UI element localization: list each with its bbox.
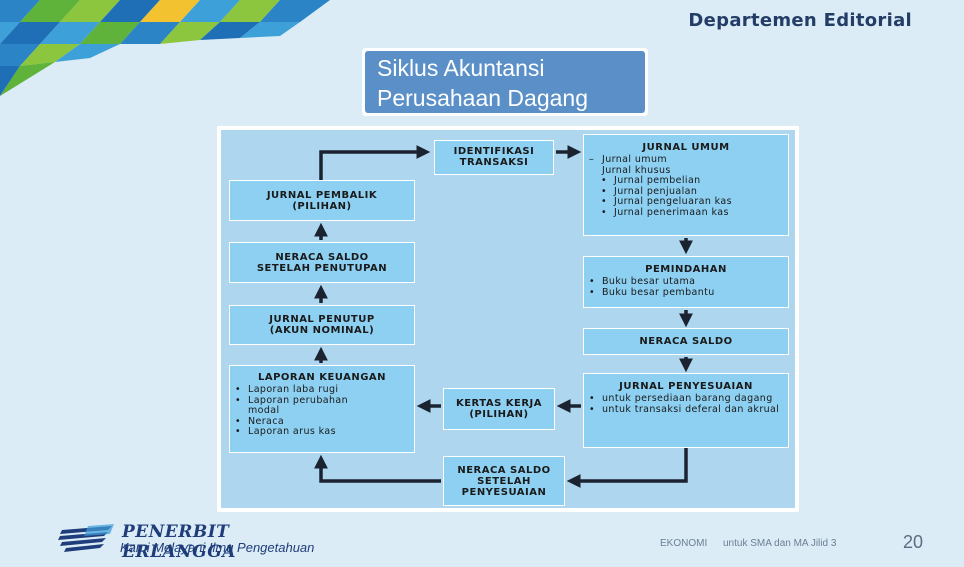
node-jurnal-umum-title: JURNAL UMUM: [642, 142, 730, 153]
laporan-keuangan-item: Laporan perubahan modal: [235, 395, 364, 417]
slide-title-panel: Siklus Akuntansi Perusahaan Dagang: [365, 51, 645, 113]
laporan-keuangan-item: Laporan arus kas: [235, 426, 364, 438]
jurnal-khusus-item: Jurnal penerimaan kas: [601, 207, 788, 219]
pemindahan-list: Buku besar utama Buku besar pembantu: [584, 276, 788, 299]
node-jurnal-penyesuaian-title: JURNAL PENYESUAIAN: [619, 381, 753, 392]
laporan-keuangan-list: Laporan laba rugi Laporan perubahan moda…: [230, 384, 414, 438]
node-kertas-kerja: KERTAS KERJA (PILIHAN): [443, 388, 555, 430]
header-mosaic-decoration: [0, 0, 330, 96]
node-jurnal-umum: JURNAL UMUM Jurnal umum Jurnal khusus Ju…: [583, 134, 789, 236]
node-neraca-saldo-title: NERACA SALDO: [639, 336, 733, 347]
arrow-pembalik-to-identifikasi: [319, 145, 431, 180]
jurnal-umum-item: Jurnal umum: [589, 154, 788, 166]
node-jurnal-penutup: JURNAL PENUTUP (AKUN NOMINAL): [229, 305, 415, 345]
jurnal-umum-item: Jurnal khusus: [602, 164, 671, 176]
slide-title: Siklus Akuntansi Perusahaan Dagang: [377, 55, 588, 111]
laporan-keuangan-item: Neraca: [235, 416, 364, 428]
node-pemindahan-title: PEMINDAHAN: [645, 264, 727, 275]
pemindahan-item: Buku besar utama: [589, 276, 788, 288]
jurnal-khusus-item: Jurnal penjualan: [601, 186, 788, 198]
erlangga-logo-icon: [58, 524, 114, 552]
node-neraca-saldo-setelah-penyesuaian-title: NERACA SALDO SETELAH PENYESUAIAN: [457, 465, 551, 498]
node-jurnal-penutup-title: JURNAL PENUTUP (AKUN NOMINAL): [269, 314, 375, 336]
laporan-keuangan-item: Laporan laba rugi: [235, 384, 364, 396]
arrow-neraca-penyesuaian-to-laporan: [314, 454, 441, 483]
department-label: Departemen Editorial: [688, 10, 912, 31]
footer-book-title: untuk SMA dan MA Jilid 3: [723, 538, 837, 549]
jurnal-khusus-item: Jurnal pengeluaran kas: [601, 196, 788, 208]
jurnal-penyesuaian-list: untuk persediaan barang dagang untuk tra…: [584, 393, 788, 416]
node-kertas-kerja-title: KERTAS KERJA (PILIHAN): [455, 398, 543, 420]
node-laporan-keuangan: LAPORAN KEUANGAN Laporan laba rugi Lapor…: [229, 365, 415, 453]
node-jurnal-pembalik-title: JURNAL PEMBALIK (PILIHAN): [266, 190, 378, 212]
publisher-name: PENERBIT ERLANGGA: [122, 522, 236, 562]
footer-subject: EKONOMI: [660, 538, 708, 549]
node-identifikasi-transaksi: IDENTIFIKASI TRANSAKSI: [434, 140, 554, 175]
accounting-cycle-diagram: IDENTIFIKASI TRANSAKSI JURNAL UMUM Jurna…: [217, 126, 799, 512]
jurnal-penyesuaian-item: untuk transaksi deferal dan akrual: [589, 404, 780, 416]
node-neraca-saldo-setelah-penutupan-title: NERACA SALDO SETELAH PENUTUPAN: [256, 252, 388, 274]
slide-title-box: Siklus Akuntansi Perusahaan Dagang: [362, 48, 648, 116]
diagram-arrows: [314, 145, 693, 488]
publisher-tagline: Kami Melayani Ilmu Pengetahuan: [120, 540, 315, 555]
node-neraca-saldo: NERACA SALDO: [583, 328, 789, 355]
node-laporan-keuangan-title: LAPORAN KEUANGAN: [257, 372, 387, 383]
node-pemindahan: PEMINDAHAN Buku besar utama Buku besar p…: [583, 256, 789, 308]
node-jurnal-pembalik: JURNAL PEMBALIK (PILIHAN): [229, 180, 415, 221]
node-neraca-saldo-setelah-penyesuaian: NERACA SALDO SETELAH PENYESUAIAN: [443, 456, 565, 506]
jurnal-khusus-item: Jurnal pembelian: [601, 175, 788, 187]
node-neraca-saldo-setelah-penutupan: NERACA SALDO SETELAH PENUTUPAN: [229, 242, 415, 283]
arrow-penyesuaian-to-neraca-penyesuaian: [566, 448, 688, 488]
jurnal-umum-list: Jurnal umum Jurnal khusus Jurnal pembeli…: [584, 154, 788, 219]
jurnal-penyesuaian-item: untuk persediaan barang dagang: [589, 393, 780, 405]
node-identifikasi-transaksi-title: IDENTIFIKASI TRANSAKSI: [453, 146, 535, 168]
page-number: 20: [903, 532, 924, 552]
publisher-logo: PENERBIT ERLANGGA Kami Melayani Ilmu Pen…: [58, 522, 348, 562]
node-jurnal-penyesuaian: JURNAL PENYESUAIAN untuk persediaan bara…: [583, 373, 789, 448]
pemindahan-item: Buku besar pembantu: [589, 287, 788, 299]
